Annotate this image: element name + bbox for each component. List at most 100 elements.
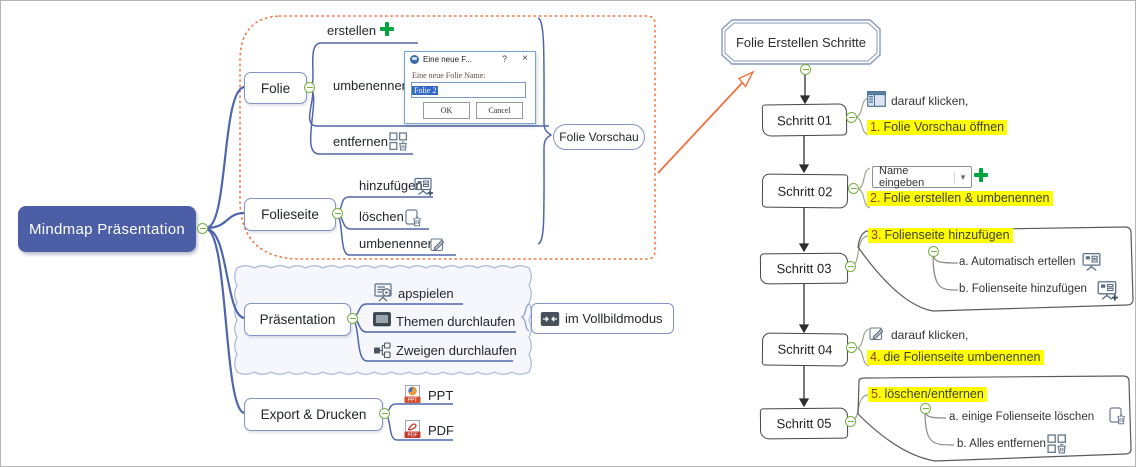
topic-folie-label: Folie: [260, 80, 291, 96]
root-label: Mindmap Präsentation: [28, 220, 186, 238]
topic-umbenennen2[interactable]: umbenennen: [359, 236, 435, 251]
topic-praesentation[interactable]: Präsentation: [244, 303, 351, 336]
slide-preview-window-icon: [867, 91, 886, 112]
add-slide-page-icon: [413, 176, 434, 202]
step3-number: 3.: [871, 228, 882, 242]
dialog-field-label: Eine neue Folie Name:: [412, 71, 486, 80]
chevron-down-icon[interactable]: ▾: [954, 171, 971, 183]
flow-arrows: [798, 74, 811, 408]
step1-note[interactable]: darauf klicken,: [891, 94, 969, 108]
topic-entfernen[interactable]: entfernen: [333, 134, 388, 149]
cancel-label: Cancel: [488, 106, 511, 115]
topic-umbenennen[interactable]: umbenennen: [333, 78, 409, 93]
flow-step-3[interactable]: Schritt 03: [759, 252, 849, 285]
new-slide-dialog: Eine neue F... ? × Eine neue Folie Name:…: [404, 51, 536, 124]
vollbild-label: im Vollbildmodus: [565, 311, 663, 326]
dialog-ok-button[interactable]: OK: [423, 102, 470, 119]
plus-icon-step2: [974, 168, 988, 182]
step4-highlight[interactable]: 4.die Folienseite umbenennen: [867, 350, 1044, 365]
topic-pdf[interactable]: PDF: [428, 423, 454, 438]
topic-loeschen[interactable]: löschen: [359, 209, 404, 224]
topic-erstellen[interactable]: erstellen: [327, 23, 377, 38]
flow-step-5[interactable]: Schritt 05: [759, 407, 849, 440]
collapse-icon-step1[interactable]: [846, 112, 857, 123]
flow-step-4[interactable]: Schritt 04: [761, 332, 849, 367]
summary-brace: [537, 17, 553, 245]
rename-edit-icon: [430, 236, 446, 257]
topic-zweigen-durchlaufen[interactable]: Zweigen durchlaufen: [396, 343, 517, 358]
dialog-name-input[interactable]: Folie 2: [411, 82, 526, 98]
pdf-file-icon: PDF: [404, 420, 421, 444]
flow-braces: [851, 97, 959, 446]
plus-icon: [380, 22, 394, 36]
step4-label: Schritt 04: [777, 341, 833, 358]
delete-page-icon-2: [1109, 407, 1126, 430]
topic-folie[interactable]: Folie: [244, 72, 307, 104]
step4-note[interactable]: darauf klicken,: [891, 328, 969, 342]
svg-text:PDF: PDF: [408, 433, 418, 439]
step3-item-b[interactable]: b. Folienseite hinzufügen: [959, 283, 1087, 295]
branches-walkthrough-icon: [373, 342, 391, 364]
rename-edit-icon-2: [869, 325, 885, 346]
collapse-icon-step3-sub[interactable]: [928, 246, 939, 257]
combobox-value: Name eingeben: [879, 165, 925, 189]
collapse-icon-export[interactable]: [379, 408, 390, 419]
flow-title-topic[interactable]: Folie Erstellen Schritte: [722, 20, 880, 64]
remove-all-slides-icon-2: [1047, 434, 1067, 459]
step5-item-a[interactable]: a. einige Folienseite löschen: [949, 411, 1095, 423]
collapse-icon-root[interactable]: [197, 223, 208, 234]
sketch-boundaries: [857, 226, 1134, 462]
step2-text: Folie erstellen & umbenennen: [883, 191, 1050, 205]
step5-item-b[interactable]: b. Alles entfernen: [957, 438, 1046, 450]
step3-item-a[interactable]: a. Automatisch ertellen: [959, 256, 1076, 268]
topic-ppt[interactable]: PPT: [428, 388, 454, 403]
dialog-help-button[interactable]: ?: [501, 54, 507, 64]
collapse-icon-step4[interactable]: [846, 342, 857, 353]
collapse-icon-praesentation[interactable]: [347, 313, 358, 324]
orange-dashed-boundary: [239, 15, 656, 260]
topic-export-label: Export & Drucken: [260, 407, 367, 422]
collapse-icon-step2[interactable]: [848, 183, 859, 194]
step2-highlight[interactable]: 2.Folie erstellen & umbenennen: [867, 191, 1053, 206]
topic-export-drucken[interactable]: Export & Drucken: [244, 398, 383, 431]
step3-label: Schritt 03: [776, 260, 832, 277]
topic-folieseite-label: Folieseite: [261, 207, 319, 222]
collapse-icon-folie[interactable]: [304, 82, 315, 93]
flow-step-2[interactable]: Schritt 02: [761, 173, 849, 209]
collapse-icon-step3[interactable]: [845, 261, 856, 272]
step1-highlight[interactable]: 1.Folie Vorschau öffnen: [867, 120, 1008, 135]
topic-apspielen[interactable]: apspielen: [398, 286, 454, 301]
topic-praesentation-label: Präsentation: [259, 312, 336, 327]
topic-vollbildmodus[interactable]: im Vollbildmodus: [531, 303, 674, 334]
vollbild-brace: [520, 303, 530, 332]
relation-arrow: [657, 70, 755, 174]
root-topic[interactable]: Mindmap Präsentation: [18, 206, 196, 252]
dialog-close-button[interactable]: ×: [522, 53, 528, 64]
step5-highlight[interactable]: 5.löschen/entfernen: [868, 387, 987, 402]
collapse-icon-step5-sub[interactable]: [920, 403, 931, 414]
collapse-icon-folieseite[interactable]: [332, 208, 343, 219]
topic-hinzufuegen[interactable]: hinzufügen: [359, 178, 423, 193]
ok-label: OK: [440, 106, 453, 115]
dialog-cancel-button[interactable]: Cancel: [476, 102, 523, 119]
step3-highlight[interactable]: 3.Folienseite hinzufügen: [868, 228, 1013, 243]
step5-number: 5.: [871, 387, 882, 401]
themes-screen-icon: [373, 312, 391, 332]
slide-name-combobox[interactable]: Name eingeben ▾: [872, 165, 972, 189]
collapse-icon-flow-title[interactable]: [800, 64, 811, 75]
dialog-app-icon: [410, 55, 419, 64]
summary-topic-folie-vorschau[interactable]: Folie Vorschau: [553, 124, 645, 150]
flow-title-label: Folie Erstellen Schritte: [735, 34, 867, 50]
remove-all-slides-icon: [389, 132, 408, 156]
flow-step-1[interactable]: Schritt 01: [761, 103, 848, 137]
topic-themen-durchlaufen[interactable]: Themen durchlaufen: [396, 314, 516, 329]
ppt-file-icon: PPT: [404, 385, 421, 409]
collapse-icon-step5[interactable]: [845, 416, 856, 427]
topic-folieseite[interactable]: Folieseite: [244, 198, 336, 231]
step5-text: löschen/entfernen: [884, 387, 984, 401]
step1-number: 1.: [870, 120, 881, 134]
add-slide-page-icon-2: [1096, 279, 1119, 307]
step1-text: Folie Vorschau öffnen: [883, 120, 1005, 134]
step2-number: 2.: [870, 191, 881, 205]
step1-label: Schritt 01: [776, 112, 833, 128]
